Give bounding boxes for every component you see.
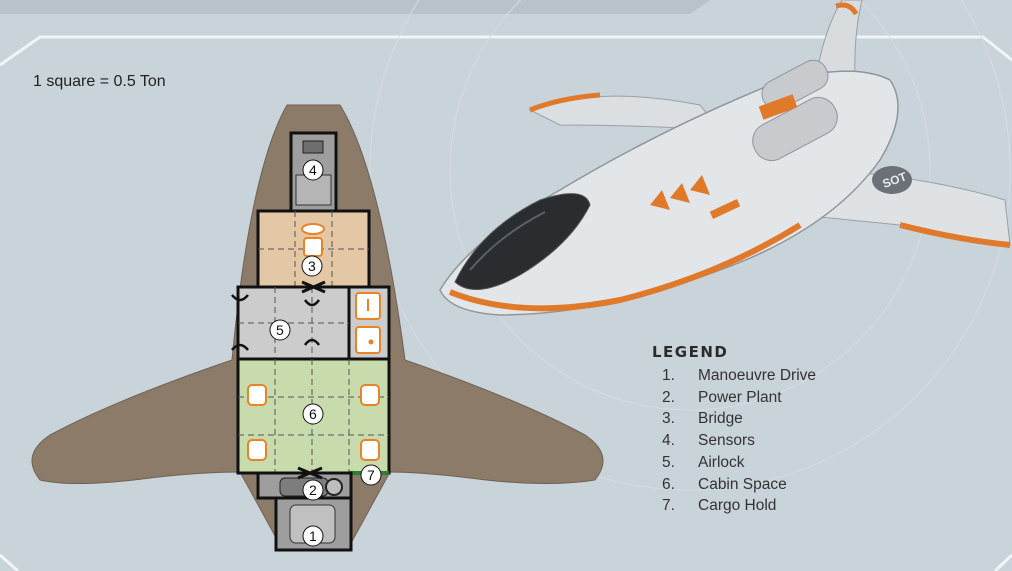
legend-item: 7.Cargo Hold <box>662 497 777 515</box>
cockpit-canopy <box>454 193 591 291</box>
legend-list: 1.Manoeuvre Drive 2.Power Plant 3.Bridge… <box>652 365 816 517</box>
marker-7: 7 <box>367 467 375 483</box>
marker-1: 1 <box>309 528 317 544</box>
legend-item: 6.Cabin Space <box>662 475 787 493</box>
scale-note: 1 square = 0.5 Ton <box>33 73 166 90</box>
marker-4: 4 <box>309 162 317 178</box>
legend-item: 4.Sensors <box>662 432 755 450</box>
legend-title: LEGEND <box>652 343 729 361</box>
marker-2: 2 <box>309 482 317 498</box>
legend-item: 2.Power Plant <box>662 388 782 406</box>
marker-5: 5 <box>276 322 284 338</box>
marker-3: 3 <box>308 258 316 274</box>
legend-item: 5.Airlock <box>662 453 745 471</box>
legend-item: 1.Manoeuvre Drive <box>662 367 817 384</box>
legend: LEGEND 1.Manoeuvre Drive 2.Power Plant 3… <box>652 343 816 517</box>
legend-item: 3.Bridge <box>662 410 743 428</box>
marker-6: 6 <box>309 406 317 422</box>
